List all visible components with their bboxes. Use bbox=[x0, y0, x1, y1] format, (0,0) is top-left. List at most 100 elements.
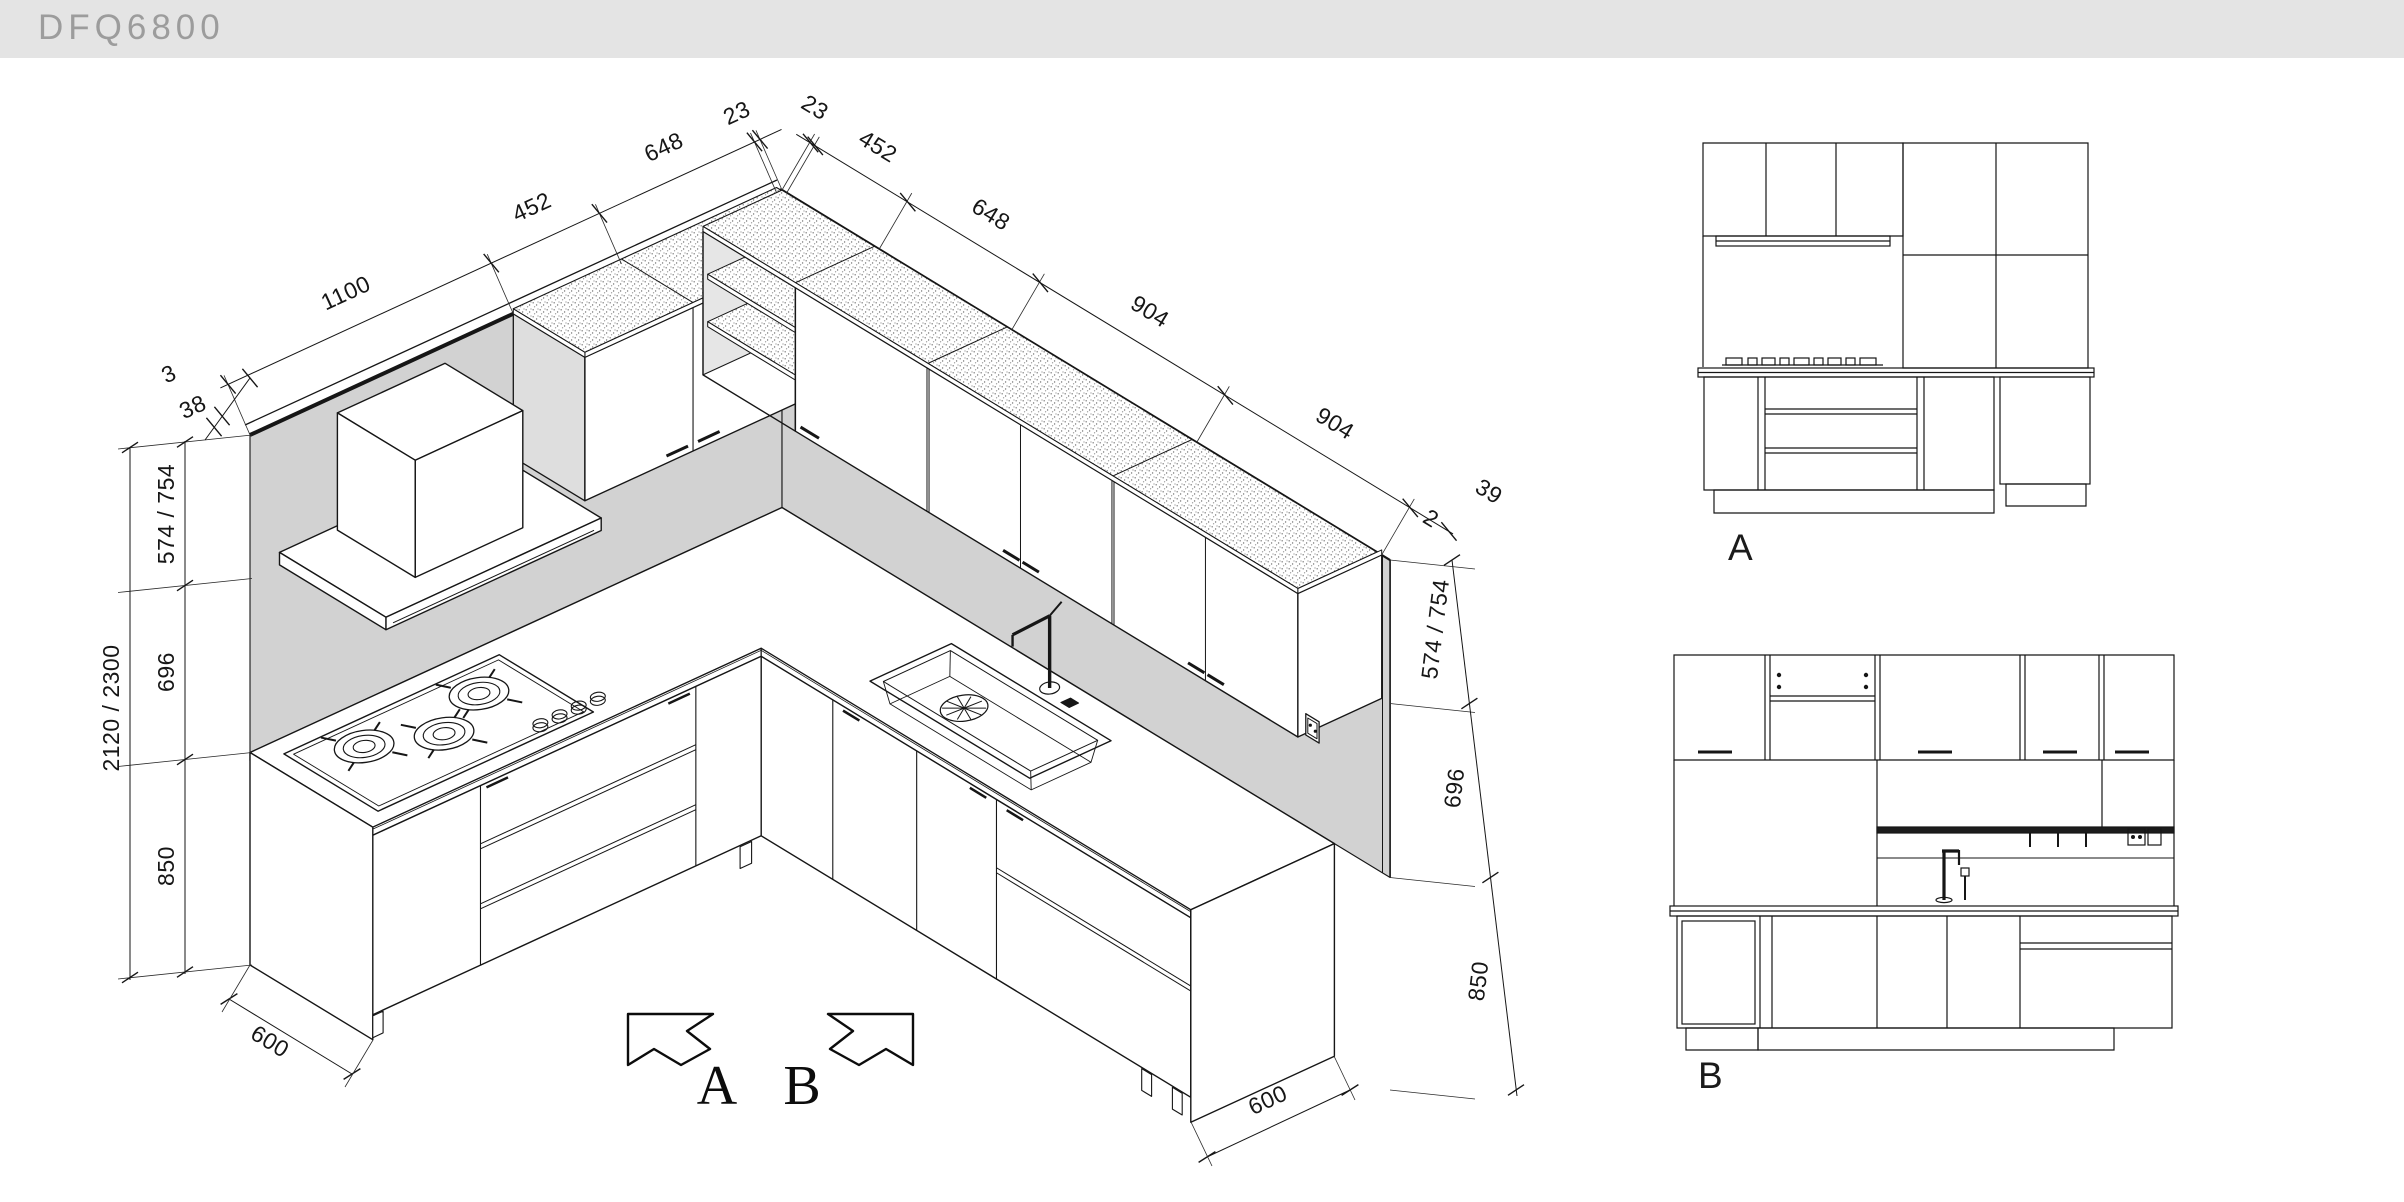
elev-b-wall-cabinets bbox=[1673, 654, 2175, 761]
elev-b-rail bbox=[1876, 826, 2175, 834]
stone-top-side-band bbox=[512, 308, 586, 358]
dim-label: B bbox=[783, 1055, 820, 1117]
control-knob bbox=[570, 704, 587, 715]
elev-b-faucet-symbol bbox=[1935, 849, 1970, 904]
dim-label: 452 bbox=[508, 187, 555, 227]
sink-rim bbox=[882, 650, 1099, 772]
dim-label: 3 bbox=[157, 359, 180, 388]
cabinet-foot bbox=[739, 840, 753, 870]
dim-tick bbox=[1440, 521, 1458, 542]
basin-corner bbox=[1030, 771, 1032, 790]
outlet-plate bbox=[1305, 713, 1320, 744]
burner-ring bbox=[457, 681, 501, 706]
drawer-handle bbox=[969, 786, 987, 799]
drawer-gap bbox=[480, 804, 697, 905]
burner-grate bbox=[347, 761, 355, 772]
control-knob bbox=[589, 695, 606, 706]
elevation-a: A bbox=[1688, 118, 2118, 583]
stone-top-joint bbox=[1112, 439, 1193, 477]
burner-grate bbox=[373, 721, 381, 732]
drain-spoke bbox=[963, 707, 983, 716]
outlet-hole bbox=[1313, 729, 1317, 733]
counter-edge-line bbox=[372, 649, 762, 830]
dim-tick bbox=[241, 368, 259, 388]
burner-grate bbox=[320, 736, 337, 742]
drawer-handle bbox=[1006, 809, 1024, 822]
dim-line bbox=[1206, 1089, 1351, 1158]
dim-label: 648 bbox=[640, 127, 687, 167]
dim-tick bbox=[751, 129, 769, 150]
drawing-code: DFQ6800 bbox=[38, 8, 225, 47]
view-arrow-b bbox=[826, 1012, 915, 1067]
burner-ring bbox=[432, 727, 456, 741]
burner-grate bbox=[435, 683, 452, 689]
dim-extension bbox=[1389, 559, 1476, 570]
basin-corner bbox=[1090, 740, 1099, 763]
drain-spoke bbox=[956, 696, 965, 709]
drain-spoke bbox=[963, 707, 972, 720]
burner-ring bbox=[422, 721, 466, 746]
drawer-gap bbox=[996, 867, 1192, 987]
drain-spoke bbox=[963, 700, 983, 709]
burner-grate bbox=[453, 708, 461, 719]
dim-label: 2 bbox=[1419, 504, 1444, 533]
burner-ring bbox=[448, 676, 510, 711]
dim-extension bbox=[1190, 1121, 1213, 1167]
dim-extension bbox=[221, 964, 251, 1013]
hood-chimney-side bbox=[336, 412, 416, 579]
dim-label: 600 bbox=[246, 1020, 294, 1063]
basin-corner bbox=[882, 681, 891, 705]
dim-tick bbox=[343, 1068, 361, 1080]
stone-top-joint bbox=[621, 258, 694, 303]
dim-extension bbox=[1389, 877, 1476, 887]
drawer-gap bbox=[480, 749, 697, 850]
dim-tick bbox=[807, 136, 824, 156]
cabinet-handle bbox=[1002, 549, 1021, 562]
faucet-spout bbox=[1011, 614, 1051, 637]
dim-tick bbox=[219, 374, 237, 395]
range-hood bbox=[278, 362, 602, 631]
control-knob bbox=[589, 691, 606, 702]
burner-ring bbox=[413, 716, 475, 751]
dim-line bbox=[220, 129, 782, 389]
hood-plate-side bbox=[278, 551, 387, 631]
dim-tick bbox=[1443, 554, 1461, 566]
dim-label: 1100 bbox=[317, 270, 375, 315]
counter-edge-line bbox=[760, 649, 1192, 913]
control-knob bbox=[551, 713, 568, 724]
dim-label: 696 bbox=[1439, 767, 1470, 810]
dim-tick bbox=[483, 253, 500, 273]
elevation-a-label: A bbox=[1728, 527, 1753, 568]
burner-ring bbox=[333, 729, 395, 764]
dim-tick bbox=[205, 417, 223, 437]
control-knob bbox=[570, 700, 587, 711]
elevation-b-label: B bbox=[1698, 1055, 1723, 1096]
burner-grate bbox=[462, 708, 470, 719]
outlet-inner bbox=[1307, 717, 1318, 740]
dim-extension bbox=[786, 136, 820, 194]
dim-tick bbox=[1217, 385, 1234, 406]
dim-label: 23 bbox=[797, 89, 833, 125]
cooktop-outline bbox=[283, 654, 595, 812]
elev-a-plinth bbox=[1713, 489, 1995, 514]
elev-b-outlet bbox=[2127, 828, 2162, 846]
elev-b-backsplash bbox=[1673, 760, 2175, 906]
dim-tick bbox=[802, 133, 819, 153]
left-wall-panel-edge bbox=[244, 179, 778, 426]
dim-tick bbox=[1507, 1084, 1525, 1096]
dim-extension bbox=[1389, 1089, 1476, 1100]
base-end-panel bbox=[249, 751, 374, 1041]
dim-label: 904 bbox=[1311, 402, 1359, 445]
dim-extension bbox=[344, 1039, 374, 1088]
cabinet-handle bbox=[665, 444, 689, 458]
view-arrow-a bbox=[626, 1012, 715, 1067]
drain-spoke bbox=[946, 707, 965, 716]
dim-tick bbox=[1032, 273, 1049, 293]
elevation-a-drawing: A bbox=[1697, 142, 2095, 568]
dim-extension bbox=[1389, 703, 1476, 713]
soap-dispenser bbox=[1060, 697, 1080, 708]
elev-b-plinth bbox=[1685, 1027, 1759, 1051]
sink bbox=[869, 601, 1112, 791]
dim-label: 2120 / 2300 bbox=[98, 644, 124, 771]
